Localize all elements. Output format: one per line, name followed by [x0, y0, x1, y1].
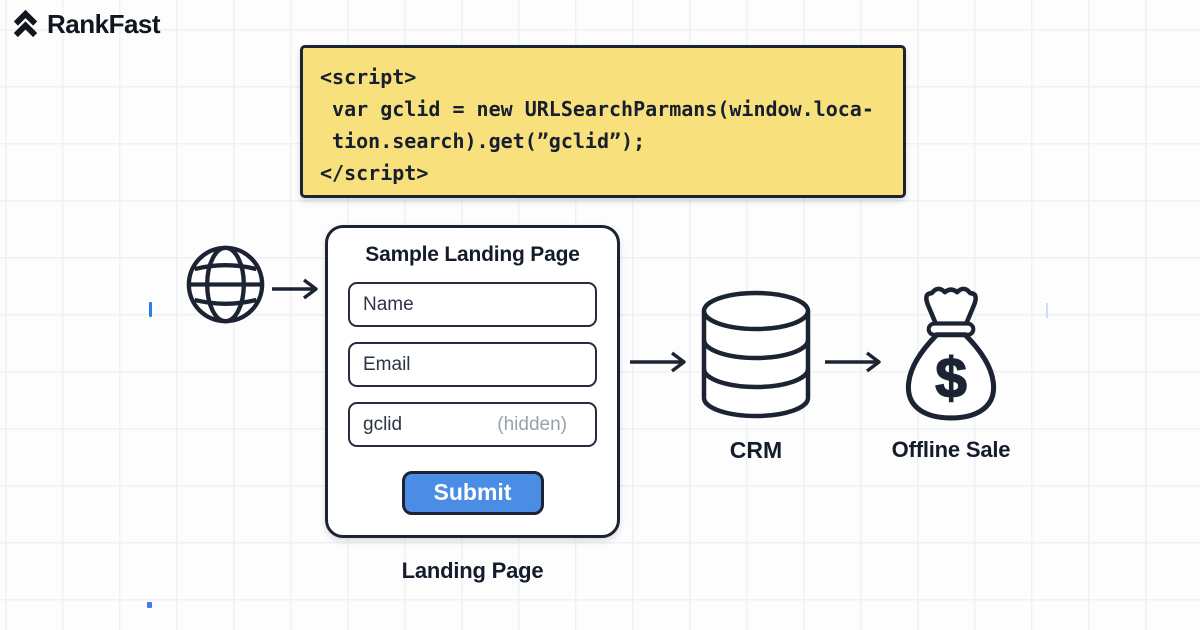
arrow-right-icon — [271, 277, 321, 301]
offline-sale-node: $ Offline Sale — [871, 280, 1031, 463]
globe-icon — [185, 244, 266, 325]
double-chevron-up-icon — [12, 9, 39, 40]
text-cursor-artifact-faint — [1046, 303, 1048, 318]
gclid-hidden-note: (hidden) — [497, 413, 567, 435]
brand-name: RankFast — [47, 9, 161, 39]
brand-logo: RankFast — [12, 9, 161, 40]
code-line: tion.search).get(”gclid”); — [320, 129, 646, 153]
landing-page-title: Sample Landing Page — [365, 243, 580, 266]
code-line: </script> — [320, 161, 429, 185]
email-field[interactable]: Email — [348, 342, 597, 387]
svg-text:$: $ — [935, 348, 967, 411]
text-cursor-artifact — [149, 302, 152, 317]
name-field[interactable]: Name — [348, 282, 597, 327]
blue-dot-artifact — [147, 602, 152, 608]
gclid-field[interactable]: gclid (hidden) — [348, 402, 597, 447]
money-bag-icon: $ — [871, 280, 1031, 422]
crm-label: CRM — [729, 437, 783, 463]
name-field-label: Name — [363, 293, 414, 315]
code-line: <script> — [320, 65, 417, 89]
code-line: var gclid = new URLSearchParmans(window.… — [320, 97, 874, 121]
email-field-label: Email — [363, 353, 411, 375]
database-icon — [699, 289, 813, 420]
arrow-right-icon — [628, 350, 690, 374]
submit-button[interactable]: Submit — [401, 471, 544, 515]
offline-sale-label: Offline Sale — [891, 437, 1011, 462]
crm-node: CRM — [699, 289, 813, 464]
arrow-right-icon — [823, 350, 885, 374]
landing-page-card: Sample Landing Page Name Email gclid (hi… — [325, 225, 620, 538]
landing-page-caption: Landing Page — [401, 558, 544, 583]
gclid-field-label: gclid — [363, 413, 403, 435]
code-snippet-box: <script> var gclid = new URLSearchParman… — [300, 45, 906, 198]
